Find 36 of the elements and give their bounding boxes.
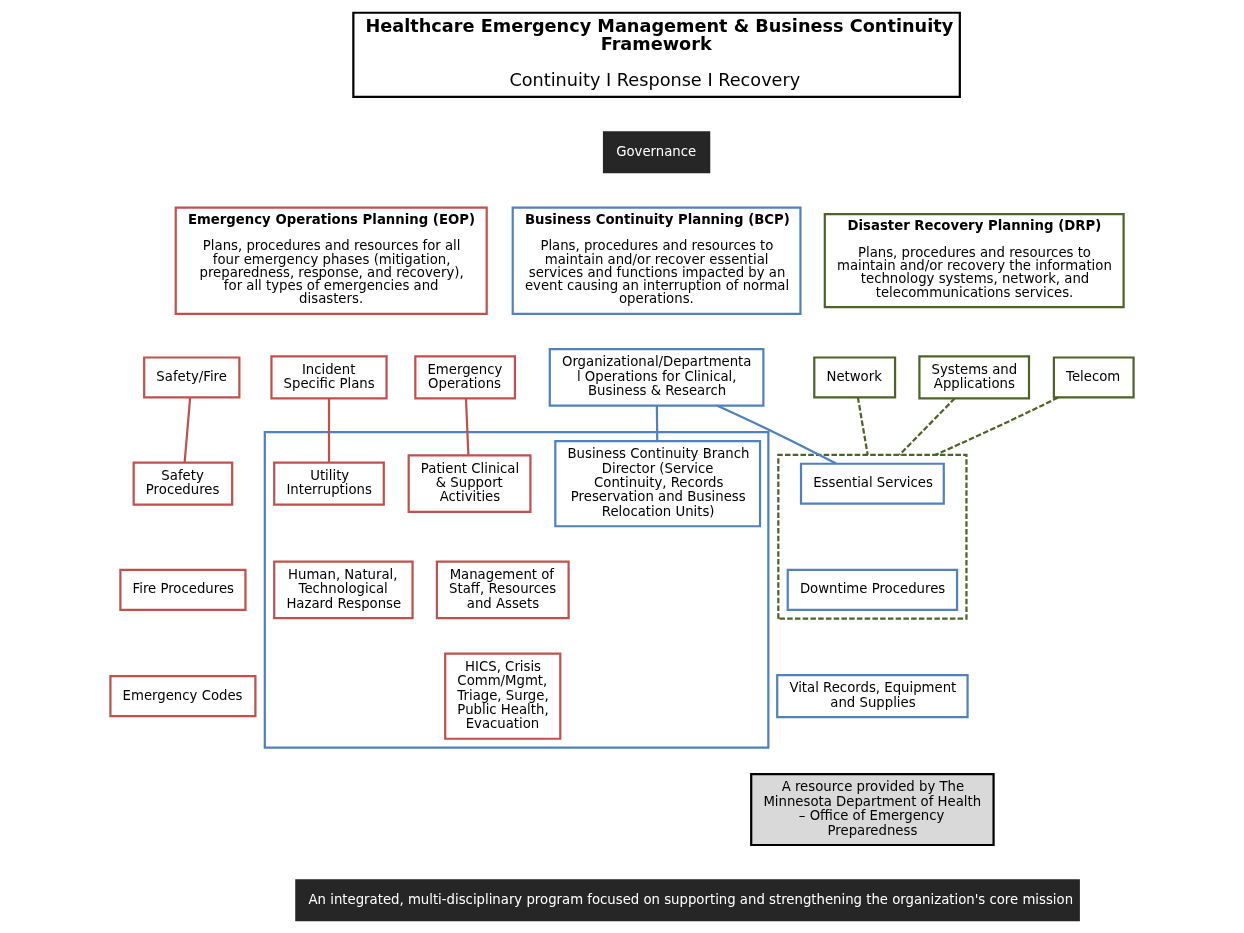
node-box: Organizational/Departmental Operations for Clinical, Business & Research: [548, 348, 765, 407]
node-box: Incident Specific Plans: [270, 355, 388, 400]
connector: [327, 398, 331, 463]
node-box: Essential Services: [799, 462, 945, 505]
cluster: [263, 431, 770, 749]
node-box: Network: [813, 356, 897, 399]
node-box: HICS, Crisis Comm/Mgmt, Triage, Surge, Public Health, Evacuation: [444, 652, 562, 740]
node-box: An integrated, multi-disciplinary program focused on supporting and strengthening the organization's core mission: [295, 879, 1080, 922]
connector: [935, 396, 1059, 456]
node-box: Safety/Fire: [143, 356, 241, 399]
node-box: Telecom: [1052, 356, 1135, 399]
node-box: Downtime Procedures: [786, 568, 959, 611]
node-box: Utility Interruptions: [273, 461, 385, 506]
node-box: Emergency Operations Planning (EOP) Plans, procedures and resources for all four emergency phases (mitigation, preparedness, response, and recovery), for all types of emergencies and disasters.: [174, 206, 488, 315]
node-box: A resource provided by The Minnesota Department of Health – Office of Emergency Preparedness: [750, 773, 995, 847]
cluster: [777, 453, 968, 620]
connector: [183, 397, 192, 463]
connector: [716, 404, 837, 465]
node-box: Human, Natural, Technological Hazard Response: [273, 560, 414, 620]
connector: [464, 398, 470, 456]
node-box: Healthcare Emergency Management & Business Continuity Framework Continuity I Response I Recovery: [352, 11, 961, 98]
node-box: Patient Clinical & Support Activities: [407, 454, 532, 513]
node-box: Safety Procedures: [132, 461, 234, 506]
node-box: Vital Records, Equipment and Supplies: [776, 674, 969, 719]
node-box: Emergency Operations: [414, 355, 517, 400]
connector: [856, 397, 869, 456]
node-box: Emergency Codes: [109, 675, 257, 718]
node-box: Management of Staff, Resources and Assets: [435, 560, 570, 620]
node-box: Business Continuity Branch Director (Service Continuity, Records Preservation and Business Relocation Units): [554, 439, 762, 528]
node-box: Governance: [602, 131, 711, 174]
connector: [898, 397, 956, 456]
node-box: Fire Procedures: [119, 568, 247, 611]
node-box: Systems and Applications: [918, 355, 1031, 400]
node-box: Business Continuity Planning (BCP) Plans, procedures and resources to maintain and/or recover essential services and functions impacted by an event causing an interruption of normal operations.: [511, 206, 802, 315]
node-box: Disaster Recovery Planning (DRP) Plans, procedures and resources to maintain and/or recovery the information technology systems, network, and telecommunications services.: [823, 213, 1125, 309]
connector: [655, 405, 659, 441]
